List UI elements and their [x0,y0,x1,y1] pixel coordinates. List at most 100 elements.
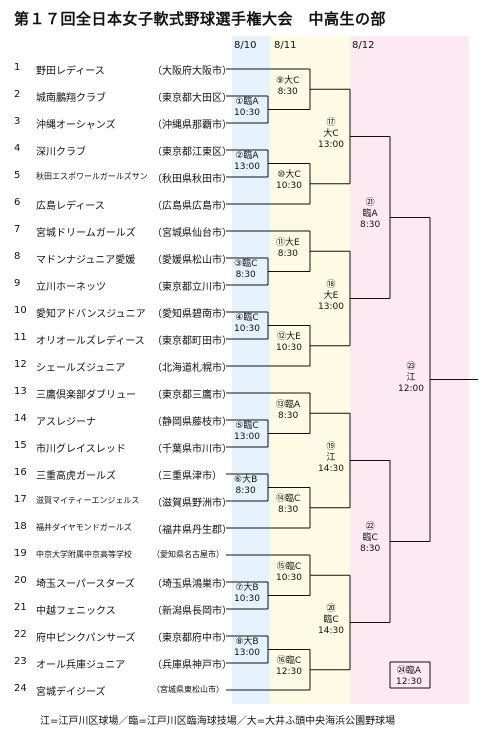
team-name: 宮城デイジーズ [36,687,106,698]
team-name: 愛知アドバンスジュニア [36,309,146,320]
team-name: 市川グレイスレッド [36,444,126,455]
team-name: 福井ダイヤモンドガールズ [36,523,132,532]
team-location: （静岡県藤枝市） [152,417,232,428]
team-location: （愛媛県松山市） [152,255,232,266]
team-seed: 7 [14,224,21,235]
team-seed: 2 [14,89,21,100]
team-name: 三重高虎ガールズ [36,471,116,482]
team-location: （新潟県長岡市） [152,606,232,617]
team-name: シェールズジュニア [36,363,126,374]
team-row: 21 中越フェニックス （新潟県長岡市） [0,598,232,620]
team-name: 中京大学附属中京高等学校 [36,550,132,559]
team-location: （沖縄県那覇市） [152,120,232,131]
team-name: 沖縄オーシャンズ [36,120,116,131]
team-location: （大阪府大阪市） [152,66,232,77]
team-row: 4 深川クラブ （東京都江東区） [0,139,232,161]
team-name: 秋田エスポワールガールズサン [36,172,148,181]
team-location: （東京都府中市） [152,633,232,644]
team-location: （東京都町田市） [152,336,232,347]
team-location: （秋田県秋田市） [152,174,232,185]
team-location: （兵庫県神戸市） [152,660,232,671]
team-location: （東京都三鷹市） [152,390,232,401]
team-location: （広島県広島市） [152,201,232,212]
team-location: （愛知県碧南市） [152,309,232,320]
venue-legend: 江=江戸川区球場／臨=江戸川区臨海球技場／大=大井ふ頭中央海浜公園野球場 [40,716,396,727]
team-seed: 21 [14,602,27,613]
team-seed: 16 [14,467,27,478]
team-row: 10 愛知アドバンスジュニア （愛知県碧南市） [0,301,232,323]
team-seed: 11 [14,332,27,343]
date-day2: 8/11 [274,40,297,51]
team-seed: 19 [14,548,27,559]
team-location: （滋賀県野洲市） [152,498,232,509]
team-location: （愛知県名古屋市） [152,550,224,559]
team-name: 滋賀マイティーエンジェルス [36,496,140,505]
team-name: 城南鵬翔クラブ [36,93,106,104]
team-seed: 1 [14,62,21,73]
day1-column [232,36,270,704]
team-seed: 10 [14,305,27,316]
team-seed: 3 [14,116,21,127]
team-row: 18 福井ダイヤモンドガールズ （福井県丹生郡） [0,517,232,539]
team-row: 15 市川グレイスレッド （千葉県市川市） [0,436,232,458]
team-location: （東京都立川市） [152,282,232,293]
team-row: 19 中京大学附属中京高等学校 （愛知県名古屋市） [0,544,232,566]
date-day1: 8/10 [234,40,257,51]
team-name: 深川クラブ [36,147,86,158]
team-name: 中越フェニックス [36,606,116,617]
team-row: 1 野田レディース （大阪府大阪市） [0,58,232,80]
team-location: （東京都江東区） [152,147,232,158]
team-location: （千葉県市川市） [152,444,232,455]
team-name: アスレジーナ [36,417,96,428]
team-seed: 4 [14,143,21,154]
team-seed: 5 [14,170,21,181]
team-location: （三重県津市） [152,471,222,482]
team-name: 府中ピンクパンサーズ [36,633,136,644]
team-seed: 8 [14,251,21,262]
team-seed: 18 [14,521,27,532]
team-name: 宮城ドリームガールズ [36,228,136,239]
team-location: （宮城県東松山市） [152,685,224,694]
day3-column [350,36,469,704]
team-seed: 9 [14,278,21,289]
team-name: 野田レディース [36,66,105,77]
team-row: 16 三重高虎ガールズ （三重県津市） [0,463,232,485]
team-name: 広島レディース [36,201,105,212]
team-seed: 15 [14,440,27,451]
team-seed: 13 [14,386,27,397]
team-location: （福井県丹生郡） [152,525,232,536]
team-seed: 23 [14,656,27,667]
